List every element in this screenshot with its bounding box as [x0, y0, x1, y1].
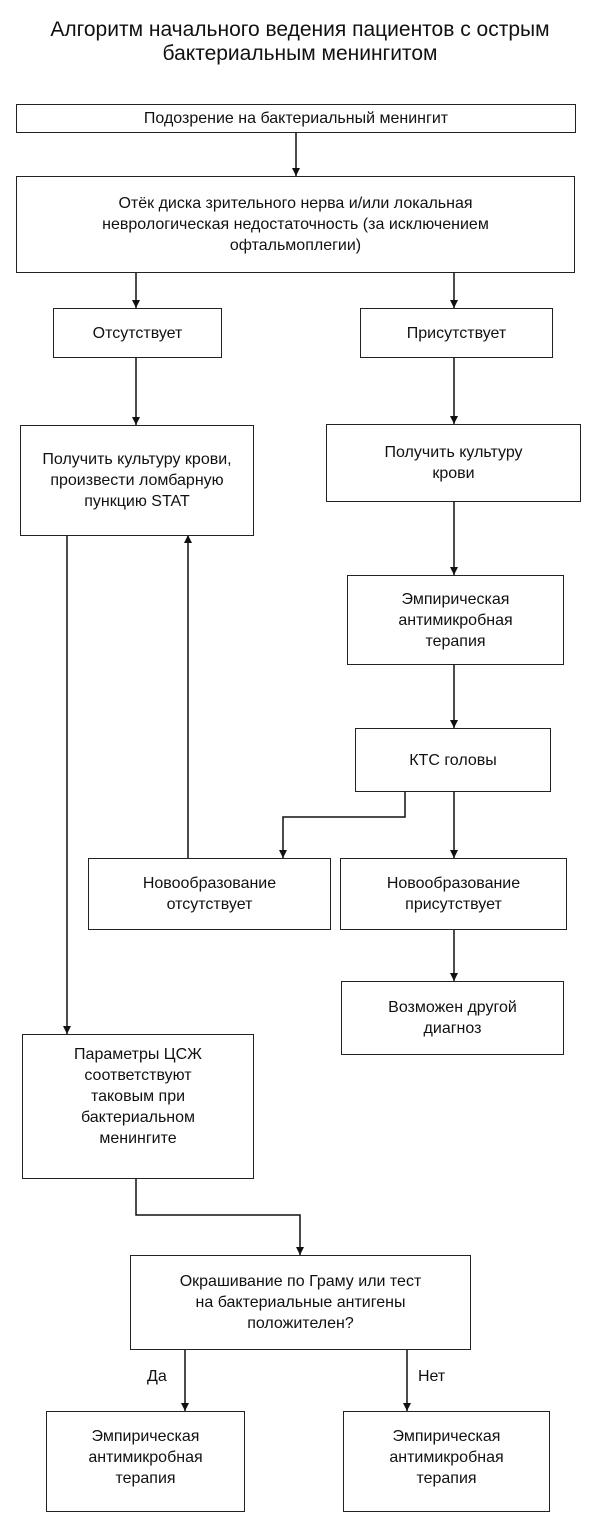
node-empiric-1: Эмпирическая антимикробная терапия	[347, 575, 564, 665]
edge-label-no: Нет	[418, 1368, 446, 1385]
node-suspicion: Подозрение на бактериальный менингит	[16, 104, 576, 133]
node-culture-lp: Получить культуру крови, произвести ломб…	[20, 425, 254, 536]
node-absent: Отсутствует	[53, 308, 222, 358]
node-culture-blood: Получить культуру крови	[326, 424, 581, 502]
node-other-dx: Возможен другой диагноз	[341, 981, 564, 1055]
node-gram: Окрашивание по Граму или тест на бактери…	[130, 1255, 471, 1350]
node-csf-params: Параметры ЦСЖ соответствуют таковым при …	[22, 1034, 254, 1179]
arrow-csf-to-gram	[135, 1178, 304, 1255]
node-mass-absent: Новообразование отсутствует	[88, 858, 331, 930]
edge-label-yes: Да	[147, 1368, 167, 1385]
node-ct-head: КТС головы	[355, 728, 551, 792]
node-present: Присутствует	[360, 308, 553, 358]
arrow-ct-to-mass-absent	[279, 791, 406, 858]
node-empiric-yes: Эмпирическая антимикробная терапия	[46, 1411, 245, 1512]
node-papilledema: Отёк диска зрительного нерва и/или локал…	[16, 176, 575, 273]
node-empiric-no: Эмпирическая антимикробная терапия	[343, 1411, 550, 1512]
diagram-title: Алгоритм начального ведения пациентов с …	[50, 18, 550, 65]
node-mass-present: Новообразование присутствует	[340, 858, 567, 930]
